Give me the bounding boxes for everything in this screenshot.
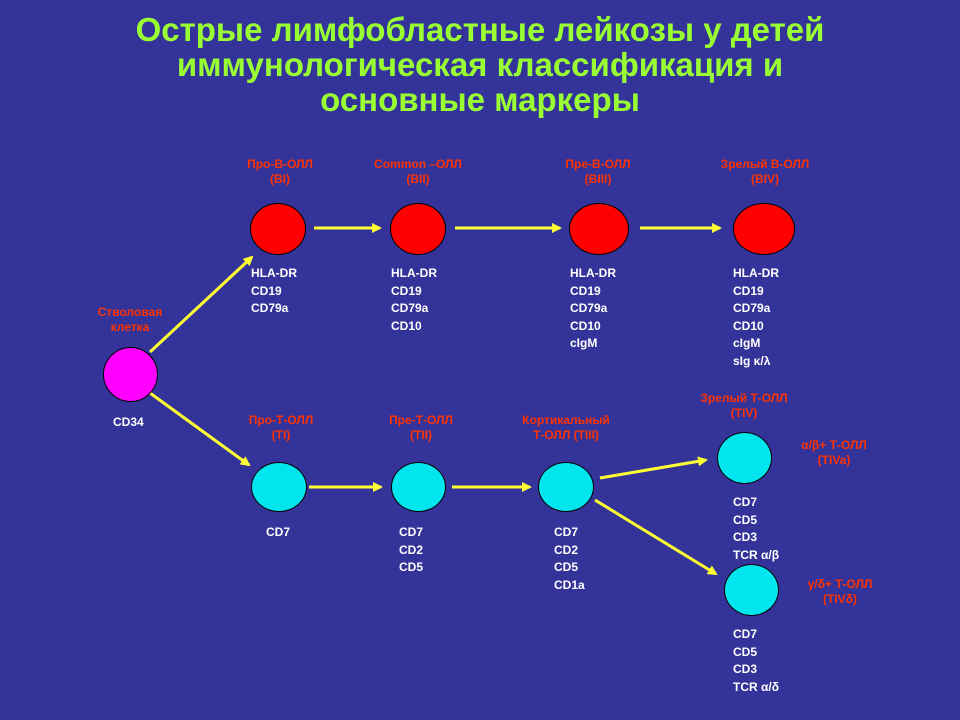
marker: HLA-DR	[733, 266, 779, 280]
label-biii-name: Пре-В-ОЛЛ	[565, 157, 631, 171]
slide-title: Острые лимфобластные лейкозы у детей имм…	[0, 12, 960, 117]
label-tiii: Кортикальный Т-ОЛЛ (TIII)	[522, 413, 610, 443]
marker: CD19	[391, 283, 422, 298]
markers-tivd: CD7 CD5 CD3 TCR α/δ	[733, 626, 779, 696]
title-line-2: иммунологическая классификация и	[176, 46, 784, 83]
marker: CD2	[399, 542, 424, 557]
label-tiva: α/β+ Т-ОЛЛ (TIVa)	[801, 438, 867, 468]
label-tiv: Зрелый Т-ОЛЛ (TIV)	[700, 391, 787, 421]
marker: CD5	[733, 644, 758, 659]
label-ti-name: Про-Т-ОЛЛ	[248, 413, 314, 427]
marker: CD10	[391, 318, 422, 333]
arrow-tiii-to-tivd	[594, 498, 718, 576]
label-tivd-code: (TIVδ)	[823, 592, 857, 606]
markers-tiva: CD7 CD5 CD3 TCR α/β	[733, 494, 779, 564]
cell-biii	[569, 203, 629, 255]
label-tiii-code: Т-ОЛЛ (TIII)	[533, 428, 599, 442]
label-tii-name: Пре-Т-ОЛЛ	[389, 413, 453, 427]
marker: CD5	[399, 560, 424, 574]
cell-bi	[250, 203, 306, 255]
cell-tiva	[717, 432, 772, 484]
arrow-stem-to-t	[149, 391, 251, 467]
title-line-3: основные маркеры	[320, 81, 640, 118]
marker: CD7	[733, 495, 758, 509]
stem-label-line-1: Стволовая	[97, 305, 163, 319]
label-biv-name: Зрелый В-ОЛЛ	[720, 157, 810, 171]
label-tiv-name: Зрелый Т-ОЛЛ	[700, 391, 788, 405]
marker: CD7	[266, 525, 291, 539]
marker: TCR α/δ	[733, 679, 779, 694]
markers-bi: HLA-DR CD19 CD79a	[251, 265, 297, 318]
label-ti: Про-Т-ОЛЛ (TI)	[249, 413, 313, 443]
marker: HLA-DR	[391, 266, 437, 280]
marker: CD79a	[251, 301, 289, 315]
label-tiva-name: α/β+ Т-ОЛЛ	[801, 438, 867, 452]
label-bii: Common –ОЛЛ (BII)	[374, 157, 462, 187]
cell-bii	[390, 203, 446, 255]
label-tiva-code: (TIVa)	[817, 453, 851, 467]
marker: CD7	[399, 525, 424, 539]
marker: CD5	[733, 512, 758, 527]
marker: sIg κ/λ	[733, 353, 771, 368]
marker: CD7	[554, 525, 579, 539]
cell-ti	[251, 462, 307, 512]
label-ti-code: (TI)	[271, 428, 291, 442]
cell-tiii	[538, 462, 594, 512]
label-tii: Пре-Т-ОЛЛ (TII)	[389, 413, 453, 443]
arrow-tiii-to-tiva	[599, 456, 708, 480]
title-line-1: Острые лимфобластные лейкозы у детей	[135, 11, 825, 48]
marker: CD10	[570, 318, 601, 333]
label-biv: Зрелый В-ОЛЛ (BIV)	[721, 157, 810, 187]
marker: CD79a	[570, 301, 608, 315]
marker: CD79a	[391, 301, 429, 315]
label-bi: Про-В-ОЛЛ (BI)	[247, 157, 313, 187]
marker-cd34: CD34	[113, 415, 144, 429]
marker: cIgM	[570, 336, 598, 350]
marker: CD19	[251, 283, 282, 298]
cell-biv	[733, 203, 795, 255]
label-biii: Пре-В-ОЛЛ (BIII)	[565, 157, 630, 187]
marker: CD10	[733, 318, 764, 333]
marker: CD19	[733, 283, 764, 298]
marker: CD79a	[733, 301, 771, 315]
marker: HLA-DR	[251, 266, 297, 280]
arrow-stem-to-b	[148, 255, 254, 354]
label-bii-name: Common –ОЛЛ	[374, 157, 462, 171]
markers-bii: HLA-DR CD19 CD79a CD10	[391, 265, 437, 335]
cell-tivd	[724, 564, 779, 616]
stem-label: Стволовая клетка	[98, 305, 162, 335]
marker: CD1a	[554, 577, 585, 592]
label-bi-name: Про-В-ОЛЛ	[247, 157, 313, 171]
stem-marker: CD34	[113, 414, 144, 432]
label-bii-code: (BII)	[406, 172, 430, 186]
label-biii-code: (BIII)	[584, 172, 612, 186]
stem-cell	[103, 347, 158, 402]
label-tivd-name: γ/δ+ Т-ОЛЛ	[807, 577, 873, 591]
label-tiv-code: (TIV)	[730, 406, 758, 420]
cell-tii	[391, 462, 446, 512]
markers-tiii: CD7 CD2 CD5 CD1a	[554, 524, 585, 594]
marker: HLA-DR	[570, 266, 616, 280]
marker: cIgM	[733, 336, 761, 350]
stem-label-line-2: клетка	[110, 320, 150, 334]
marker: CD19	[570, 283, 601, 298]
markers-biv: HLA-DR CD19 CD79a CD10 cIgM sIg κ/λ	[733, 265, 779, 370]
label-biv-code: (BIV)	[750, 172, 779, 186]
marker: CD7	[733, 627, 758, 641]
label-tivd: γ/δ+ Т-ОЛЛ (TIVδ)	[808, 577, 873, 607]
marker: CD3	[733, 530, 758, 544]
label-tii-code: (TII)	[409, 428, 432, 442]
label-tiii-name: Кортикальный	[522, 413, 610, 427]
marker: TCR α/β	[733, 547, 780, 562]
markers-ti: CD7	[266, 524, 290, 542]
label-bi-code: (BI)	[269, 172, 290, 186]
markers-tii: CD7 CD2 CD5	[399, 524, 423, 577]
marker: CD2	[554, 542, 579, 557]
marker: CD3	[733, 662, 758, 676]
marker: CD5	[554, 560, 579, 574]
markers-biii: HLA-DR CD19 CD79a CD10 cIgM	[570, 265, 616, 353]
